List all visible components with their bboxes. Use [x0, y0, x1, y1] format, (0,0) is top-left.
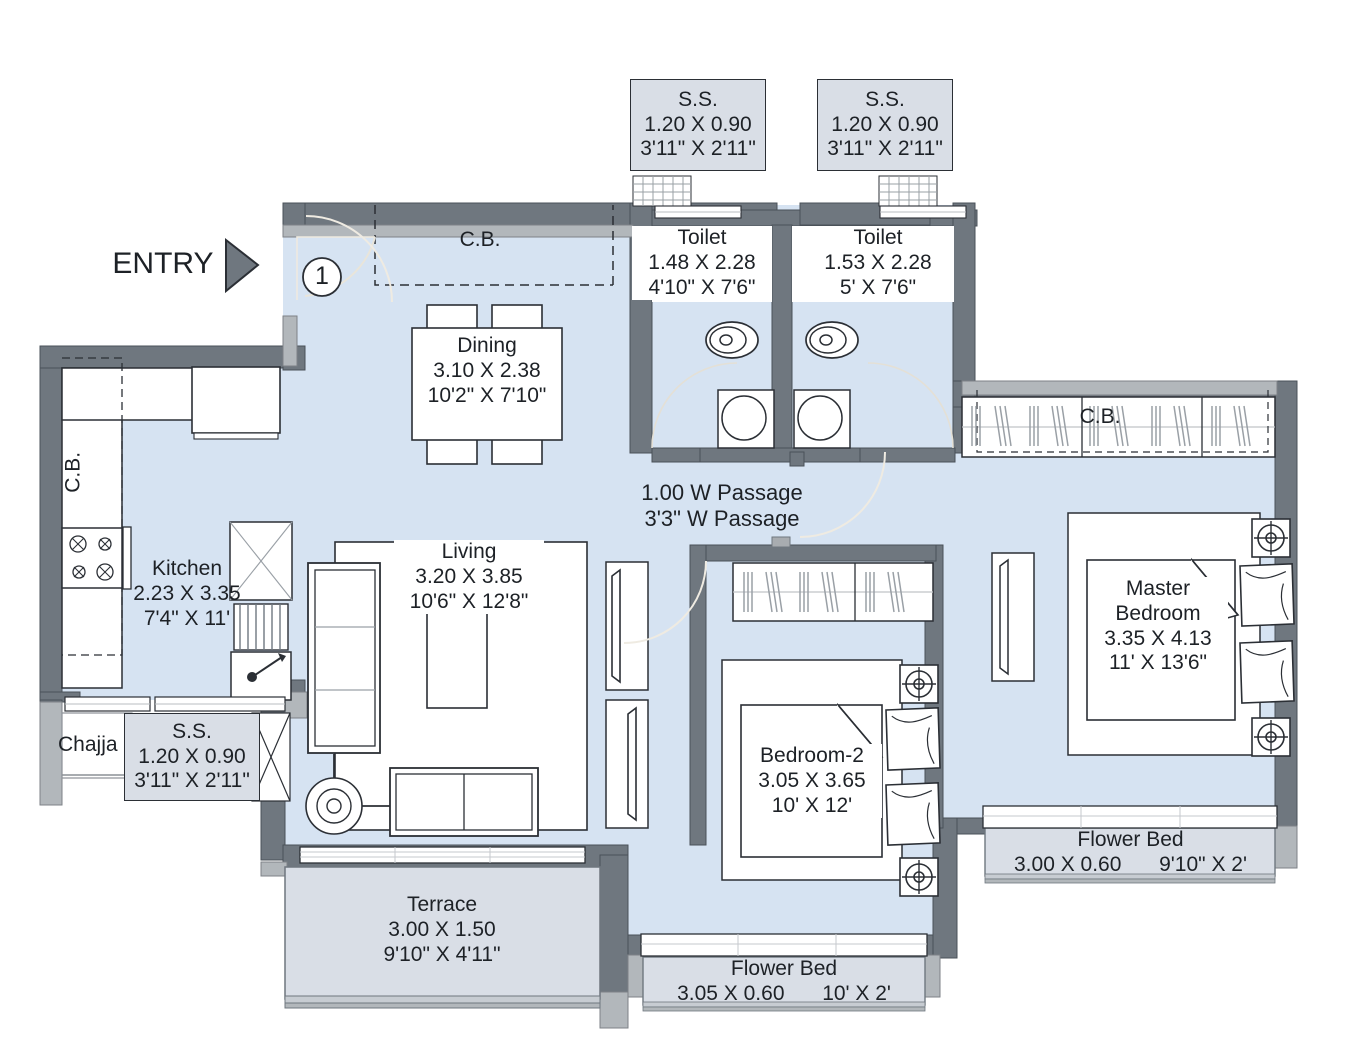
flower-bed-right-metric: 3.00 X 0.60 [1014, 852, 1122, 876]
bedroom-2-label: Bedroom-2 3.05 X 3.65 10' X 12' [742, 744, 882, 819]
toilet-windows [654, 205, 967, 219]
flower-bed-right-label: Flower Bed 3.00 X 0.60 9'10" X 2' [1014, 828, 1247, 876]
toilet-2-label: Toilet 1.53 X 2.28 5' X 7'6" [808, 226, 948, 301]
entry-marker-circle [302, 257, 342, 297]
cb-kitchen-label: C.B. [61, 451, 85, 493]
flower-bed-bottom-metric: 3.05 X 0.60 [677, 981, 785, 1005]
entry-marker-number: 1 [315, 262, 329, 290]
chajja-label: Chajja [58, 733, 118, 756]
ss-grate-left [632, 175, 692, 207]
bedroom2-door-stub [771, 536, 791, 548]
cb-master-label: C.B. [1079, 405, 1121, 428]
entry-arrow-icon [225, 237, 260, 294]
terrace-slab [284, 846, 601, 1009]
bedroom2-door-swing [623, 451, 886, 644]
living-label: Living 3.20 X 3.85 10'6" X 12'8" [394, 540, 544, 615]
flower-bed-bottom-imperial: 10' X 2' [822, 981, 891, 1005]
master-bedroom-label: Master Bedroom 3.35 X 4.13 11' X 13'6" [1088, 577, 1228, 677]
ss-top-right-box: S.S. 1.20 X 0.90 3'11" X 2'11" [817, 79, 953, 171]
ss-top-left-box: S.S. 1.20 X 0.90 3'11" X 2'11" [630, 79, 766, 171]
entry-door-swing [305, 215, 393, 303]
toilet-1-label: Toilet 1.48 X 2.28 4'10" X 7'6" [632, 226, 772, 301]
flower-bed-right-imperial: 9'10" X 2' [1159, 852, 1247, 876]
dining-label: Dining 3.10 X 2.38 10'2" X 7'10" [417, 334, 557, 409]
toilet-fixtures [651, 321, 954, 449]
flower-bed-bottom-slab [640, 933, 928, 1012]
living-furniture [305, 541, 649, 837]
flower-bed-bottom-label: Flower Bed 3.05 X 0.60 10' X 2' [677, 957, 891, 1005]
entry-label: ENTRY [112, 247, 214, 280]
ss-kitchen-box: S.S. 1.20 X 0.90 3'11" X 2'11" [124, 713, 260, 801]
ss-grate-right [878, 175, 938, 207]
flower-bed-right-slab [982, 805, 1278, 884]
kitchen-label: Kitchen 2.23 X 3.35 7'4" X 11' [133, 557, 241, 630]
cb-dining-label: C.B. [459, 228, 501, 251]
passage-label: 1.00 W Passage 3'3" W Passage [641, 480, 803, 531]
terrace-label: Terrace 3.00 X 1.50 9'10" X 4'11" [383, 893, 501, 966]
kitchen-fittings [61, 357, 293, 712]
